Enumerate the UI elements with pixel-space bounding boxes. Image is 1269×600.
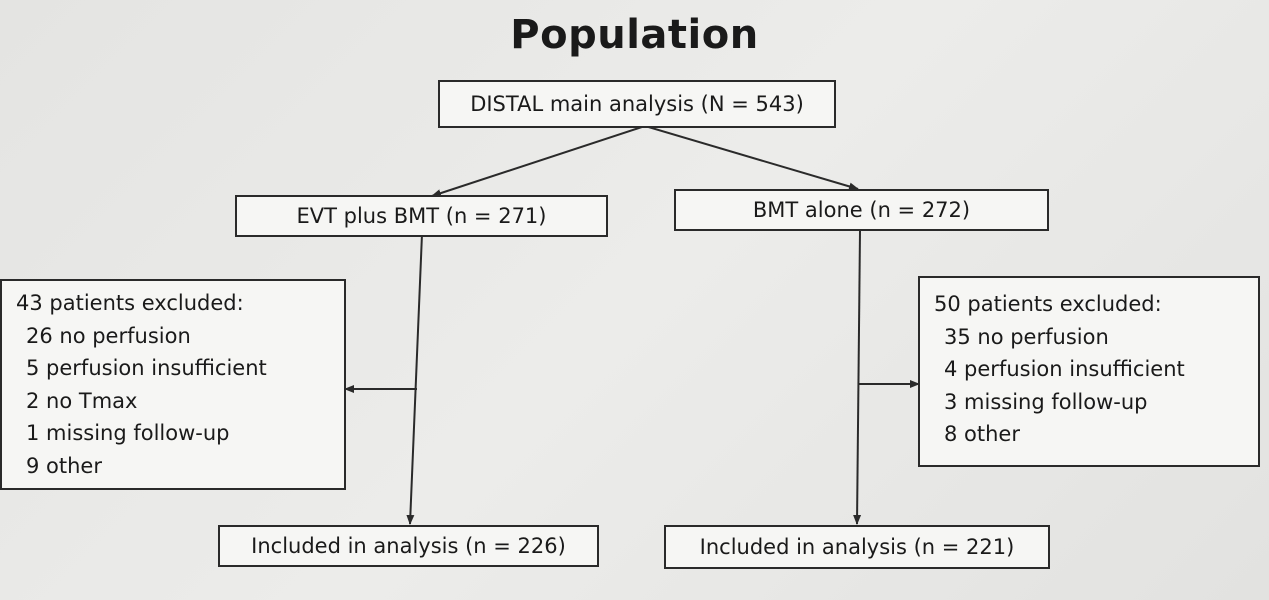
bmt-label: BMT alone (n = 272): [752, 198, 971, 222]
bmt-excluded-item: 4 perfusion insufficient: [944, 357, 1185, 381]
bmt-excluded-item: 8 other: [944, 422, 1020, 446]
arrow-bmt-to-included: [853, 230, 862, 525]
evt-excluded-heading: 43 patients excluded:: [16, 291, 244, 315]
evt-excluded-item: 1 missing follow-up: [26, 421, 230, 445]
evt-excluded-item: 2 no Tmax: [26, 388, 138, 413]
main-analysis-label: DISTAL main analysis (N = 543): [470, 92, 804, 116]
arrow-main-to-bmt: [644, 125, 859, 191]
arrow-evt-to-included: [406, 233, 423, 525]
evt-excluded-item: 26 no perfusion: [26, 323, 191, 348]
bmt-excluded-heading: 50 patients excluded:: [934, 292, 1162, 316]
evt-excluded-box: 43 patients excluded: 26 no perfusion 5 …: [0, 279, 346, 490]
bmt-included-box: Included in analysis (n = 221): [664, 525, 1050, 569]
evt-label: EVT plus BMT (n = 271): [296, 204, 547, 228]
evt-excluded-item: 5 perfusion insufficient: [26, 356, 267, 380]
page-title: Population: [510, 12, 759, 58]
bmt-excluded-item: 35 no perfusion: [944, 324, 1109, 349]
arrow-main-to-evt: [431, 125, 646, 197]
evt-box: EVT plus BMT (n = 271): [235, 195, 608, 237]
bmt-excluded-item: 3 missing follow-up: [944, 389, 1148, 414]
evt-excluded-item: 9 other: [26, 453, 102, 478]
evt-included-box: Included in analysis (n = 226): [218, 525, 599, 567]
bmt-excluded-box: 50 patients excluded: 35 no perfusion 4 …: [918, 276, 1260, 467]
bmt-included-label: Included in analysis (n = 221): [699, 535, 1015, 559]
evt-included-label: Included in analysis (n = 226): [251, 534, 566, 558]
main-analysis-box: DISTAL main analysis (N = 543): [438, 80, 836, 128]
bmt-box: BMT alone (n = 272): [674, 189, 1049, 231]
